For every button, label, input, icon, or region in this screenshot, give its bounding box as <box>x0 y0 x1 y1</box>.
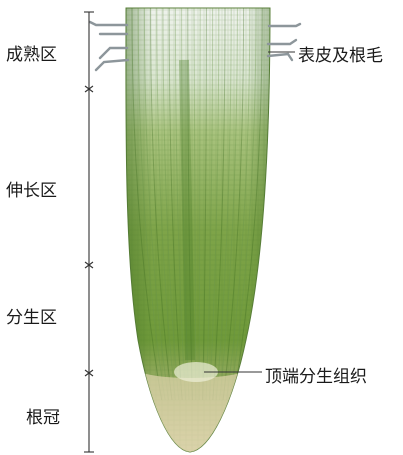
zone-label-meristematic: 分生区 <box>6 303 57 328</box>
root-cap <box>140 372 244 452</box>
root-body <box>120 0 280 455</box>
callout-epidermis-root-hair: 表皮及根毛 <box>298 41 383 66</box>
zone-label-maturation: 成熟区 <box>6 40 57 65</box>
callout-apical-meristem: 顶端分生组织 <box>265 362 367 387</box>
zone-label-root-cap: 根冠 <box>26 403 60 428</box>
zone-scale-bar <box>84 12 94 452</box>
zone-label-elongation: 伸长区 <box>6 176 57 201</box>
